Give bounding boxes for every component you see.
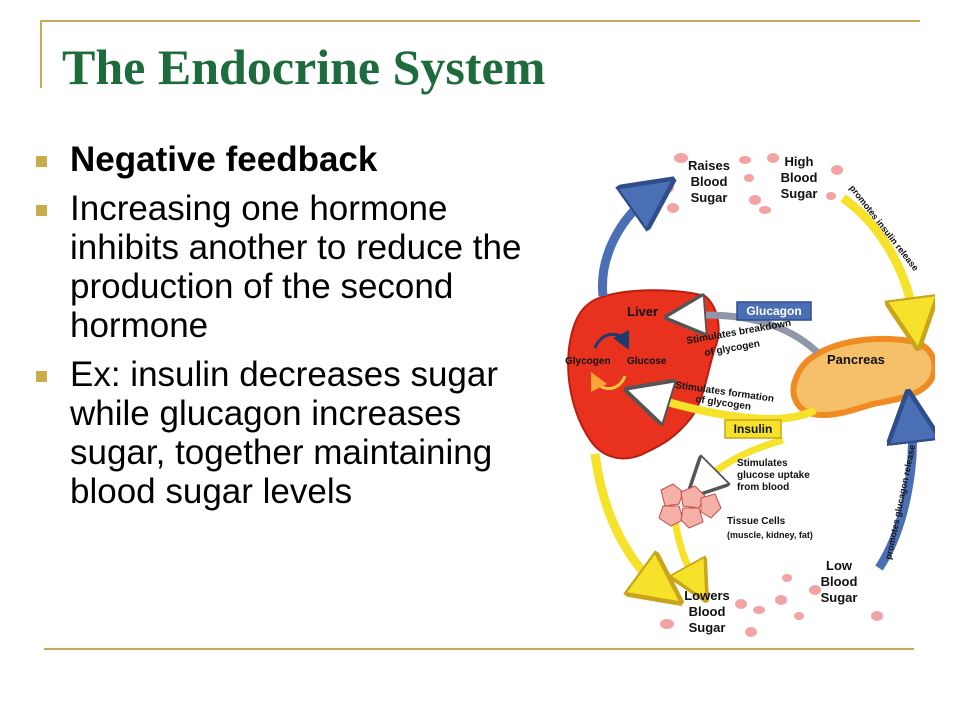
raises-line: Blood bbox=[691, 174, 728, 189]
raises-line: Raises bbox=[688, 158, 730, 173]
pancreas-label: Pancreas bbox=[827, 352, 885, 367]
high-blood-sugar-label: High Blood Sugar bbox=[781, 154, 818, 201]
bullet-item: Increasing one hormone inhibits another … bbox=[36, 189, 566, 345]
bottom-rule bbox=[44, 648, 914, 650]
insulin-label: Insulin bbox=[734, 422, 773, 436]
insulin-box bbox=[724, 419, 782, 439]
pancreas-to-low-sugar-arrow bbox=[875, 416, 912, 571]
bullet-list: Negative feedback Increasing one hormone… bbox=[36, 140, 566, 521]
lowers-line: Lowers bbox=[684, 588, 730, 603]
tissue-line: Tissue Cells bbox=[727, 516, 786, 527]
top-rule bbox=[40, 20, 920, 22]
glucagon-label: Glucagon bbox=[746, 304, 801, 318]
low-line: Blood bbox=[821, 574, 858, 589]
promotes-glucagon-label: promotes glucagon release bbox=[883, 444, 917, 561]
pancreas-to-liver-insulin-arrow bbox=[647, 396, 817, 419]
tissue-to-lowers-sugar-arrow bbox=[675, 519, 697, 584]
lowers-line: Blood bbox=[689, 604, 726, 619]
tissue-line: (muscle, kidney, fat) bbox=[727, 530, 813, 540]
glycogen-to-glucose-arrow bbox=[593, 329, 630, 351]
uptake-line: glucose uptake bbox=[737, 470, 810, 481]
liver-to-lowers-sugar-arrow bbox=[590, 453, 661, 588]
lowers-blood-sugar-label: Lowers Blood Sugar bbox=[684, 588, 730, 635]
slide-title: The Endocrine System bbox=[62, 39, 546, 95]
tissue-cells-label: Tissue Cells (muscle, kidney, fat) bbox=[727, 516, 813, 540]
high-line: Blood bbox=[781, 170, 818, 185]
raises-line: Sugar bbox=[691, 190, 728, 205]
tissue-cells-shape bbox=[658, 483, 722, 529]
low-line: Low bbox=[826, 558, 853, 573]
uptake-line: Stimulates bbox=[737, 458, 788, 469]
uptake-line: from blood bbox=[737, 482, 789, 493]
left-rule bbox=[40, 20, 42, 88]
blood-sugar-feedback-diagram: Liver Glycogen Glucose Pancreas Glucagon… bbox=[565, 153, 935, 637]
stimulates-uptake-label: Stimulates glucose uptake from blood bbox=[737, 458, 810, 493]
low-line: Sugar bbox=[821, 590, 858, 605]
liver-to-raises-sugar-arrow bbox=[597, 194, 653, 297]
promotes-insulin-label: promotes insulin release bbox=[847, 183, 920, 273]
high-line: Sugar bbox=[781, 186, 818, 201]
lowers-line: Sugar bbox=[689, 620, 726, 635]
glycogen-label: Glycogen bbox=[565, 356, 611, 367]
insulin-to-tissue-arrow bbox=[701, 436, 784, 484]
blood-cells-top bbox=[660, 153, 843, 214]
high-line: High bbox=[785, 154, 814, 169]
low-blood-sugar-label: Low Blood Sugar bbox=[821, 558, 858, 605]
glucagon-box bbox=[736, 301, 812, 321]
bullet-item: Negative feedback bbox=[36, 140, 566, 179]
bullet-item: Ex: insulin decreases sugar while glucag… bbox=[36, 355, 566, 511]
high-sugar-to-pancreas-arrow bbox=[840, 194, 915, 324]
glucagon-to-liver-arrow bbox=[685, 315, 820, 355]
raises-blood-sugar-label: Raises Blood Sugar bbox=[688, 158, 730, 205]
glucose-label: Glucose bbox=[627, 356, 667, 367]
liver-label: Liver bbox=[627, 304, 658, 319]
